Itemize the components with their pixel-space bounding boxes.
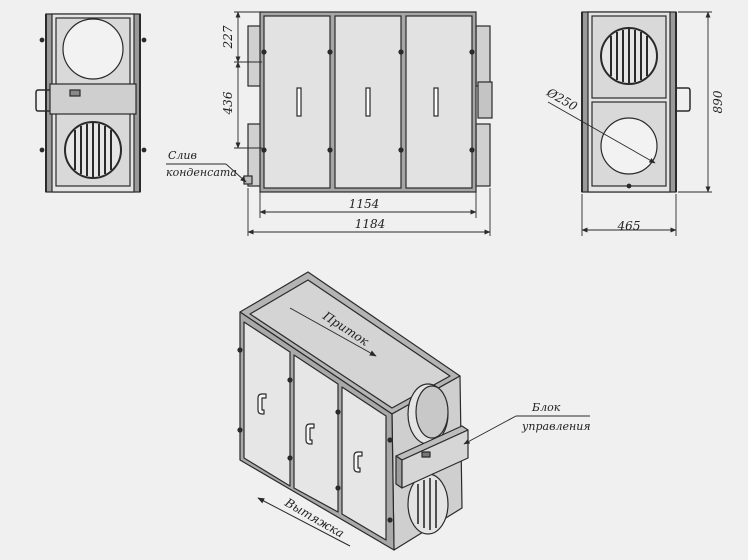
supply-arrow [289, 307, 377, 357]
front-view [243, 11, 493, 193]
left-end-view [35, 13, 147, 193]
drain-label-line1: Слив [168, 149, 197, 162]
dim-1184: 1184 [355, 217, 386, 231]
control-label-line2: управления [521, 420, 591, 433]
control-leader [463, 415, 590, 445]
dim-890: 890 [711, 90, 725, 113]
right-end-view [581, 11, 691, 193]
dim-465: 465 [617, 219, 641, 233]
front-dimensions [234, 11, 491, 236]
drain-leader [166, 163, 247, 183]
dim-1154: 1154 [349, 197, 380, 211]
isometric-view [237, 271, 469, 551]
right-dimensions [547, 11, 712, 236]
dim-227: 227 [221, 25, 235, 49]
dim-436: 436 [221, 91, 235, 115]
drain-label-line2: конденсата [166, 166, 237, 179]
control-label-line1: Блок [531, 401, 561, 414]
exhaust-arrow [257, 497, 351, 547]
